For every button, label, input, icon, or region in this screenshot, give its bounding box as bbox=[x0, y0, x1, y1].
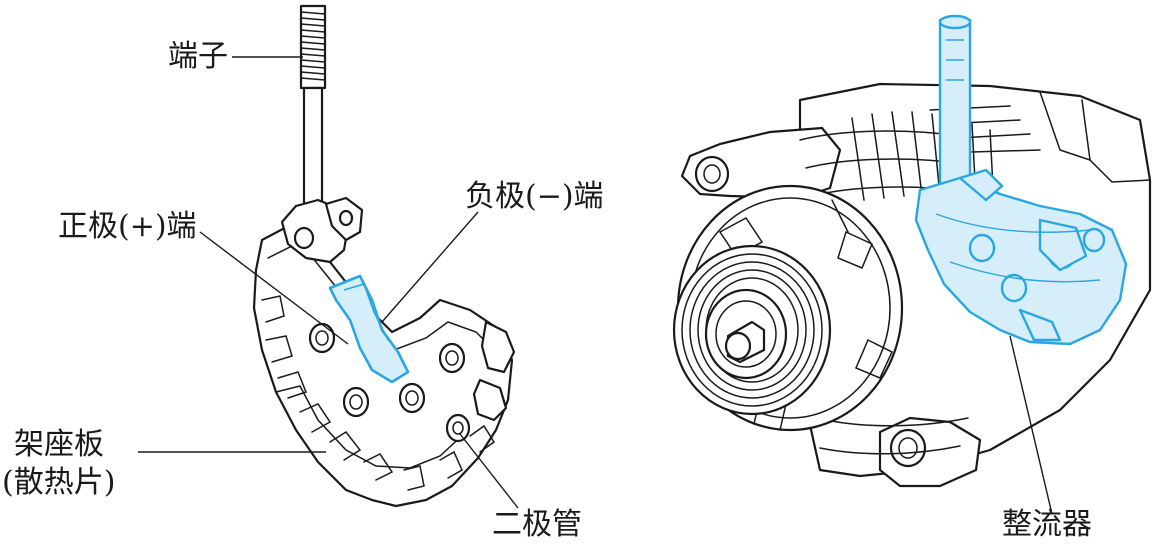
negative-terminal-strip bbox=[328, 274, 410, 384]
label-terminal: 端子 bbox=[168, 39, 228, 74]
rectifier-highlight bbox=[914, 14, 1128, 346]
label-heat-sink-note: (散热片) bbox=[2, 465, 116, 500]
label-diode: 二极管 bbox=[492, 507, 582, 542]
rectifier-leader bbox=[1009, 335, 1053, 515]
label-heat-sink: 架座板 bbox=[14, 427, 104, 462]
pulley bbox=[672, 244, 832, 416]
label-negative-terminal: 负极(−)端 bbox=[465, 179, 604, 214]
label-positive-terminal: 正极(+)端 bbox=[58, 209, 197, 244]
rectifier-assembly-left bbox=[252, 4, 516, 508]
diode-disc bbox=[445, 413, 471, 443]
left-leader-lines bbox=[138, 56, 519, 509]
alternator-right bbox=[672, 14, 1152, 488]
label-rectifier: 整流器 bbox=[1002, 507, 1092, 542]
